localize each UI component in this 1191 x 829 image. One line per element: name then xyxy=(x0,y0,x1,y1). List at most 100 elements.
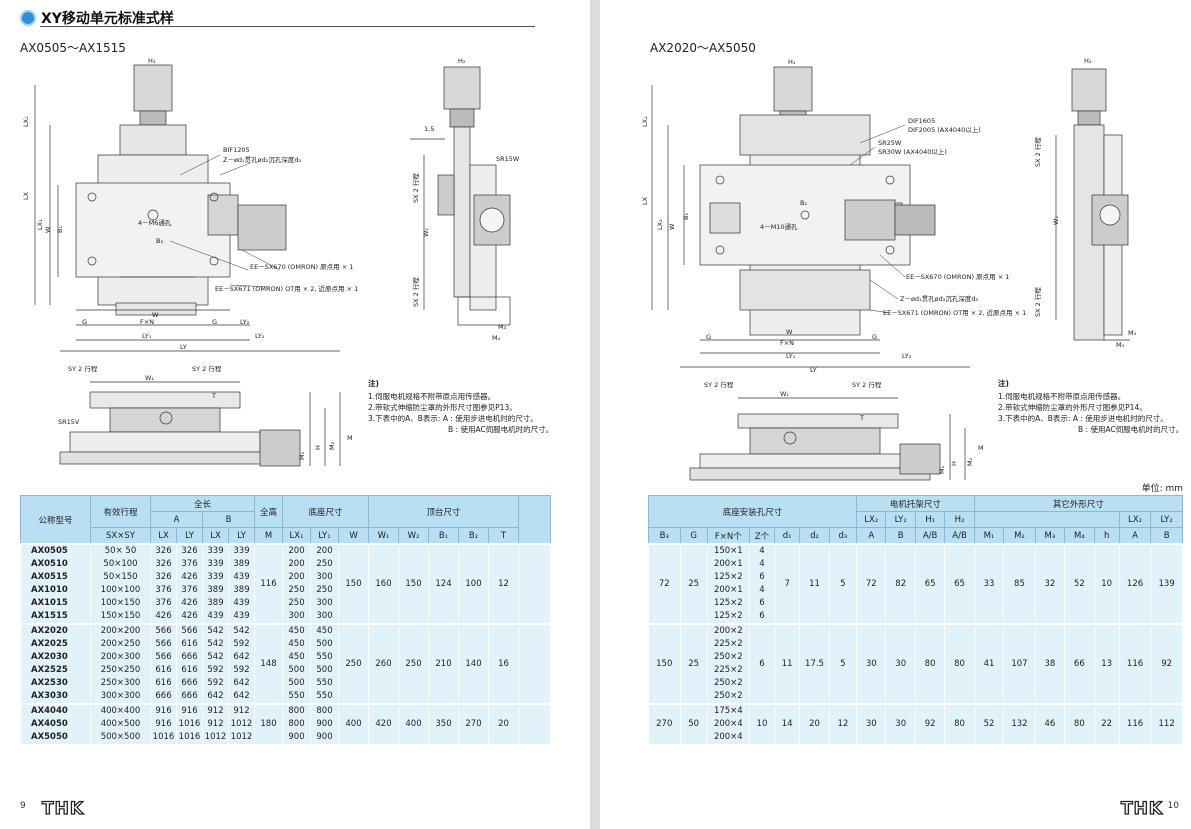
cell-fxn: 200×4 xyxy=(706,731,750,744)
cell: 666 xyxy=(176,677,203,690)
cell: 542 xyxy=(202,623,229,638)
th-sub-6: LX₁ xyxy=(282,527,312,545)
cell: 326 xyxy=(150,543,177,558)
th-mount: 底座安装孔尺寸 xyxy=(647,495,858,528)
thk-logo-right: THK xyxy=(1120,798,1163,819)
cell-shared: 20 xyxy=(488,703,520,744)
cell-shared: 100 xyxy=(458,543,490,624)
cell-lx1: 250 xyxy=(282,584,312,597)
cell: 400×500 xyxy=(90,718,151,731)
label-sy-right-r: SY 2 行程 xyxy=(852,380,882,389)
cell-shared: 80 xyxy=(1064,703,1095,744)
th-length: 全长 xyxy=(149,495,256,512)
label-sy-right: SY 2 行程 xyxy=(192,364,222,373)
cell-z: 6 xyxy=(748,610,776,624)
cell: 566 xyxy=(150,651,177,664)
model-cell: AX2025 xyxy=(20,638,91,651)
cell: 439 xyxy=(202,610,229,624)
cell-lx1: 200 xyxy=(282,543,312,558)
cell-z: 10 xyxy=(748,703,776,744)
label-t: T xyxy=(211,392,216,400)
cell-ly1: 500 xyxy=(310,638,340,651)
cell-ly1: 300 xyxy=(310,571,340,584)
cell: 326 xyxy=(150,571,177,584)
th-ly2: LY₂ xyxy=(885,511,916,528)
note-line-3-r: 3.下表中的A、B表示: A : 使用步进电机时的尺寸。 xyxy=(998,414,1168,423)
cell-shared: 16 xyxy=(488,623,520,704)
right-page: AX2020～AX5050 xyxy=(600,0,1191,829)
model-range-right: AX2020～AX5050 xyxy=(650,41,756,55)
th-other-blank xyxy=(973,511,1120,528)
cell: 916 xyxy=(150,718,177,731)
cell-g: 25 xyxy=(679,623,708,704)
cell-lx1: 900 xyxy=(282,731,312,744)
model-cell: AX0515 xyxy=(20,571,91,584)
model-cell: AX1010 xyxy=(20,584,91,597)
model-cell: AX5050 xyxy=(20,731,91,744)
cell-blank xyxy=(518,543,552,624)
cell-shared: 12 xyxy=(488,543,520,624)
model-cell: AX2530 xyxy=(20,677,91,690)
cell-shared: 30 xyxy=(856,623,887,704)
cell: 339 xyxy=(202,558,229,571)
th-sub-r-4: d₁ xyxy=(774,527,801,545)
label-sx-bottom: SX 2 行程 xyxy=(411,277,420,307)
cell-shared: 140 xyxy=(458,623,490,704)
cell-shared: 139 xyxy=(1150,543,1183,624)
cell-ly1: 550 xyxy=(310,651,340,664)
label-sx-top-r: SX 2 行程 xyxy=(1033,137,1042,167)
cell-shared: 85 xyxy=(1003,543,1036,624)
cell-shared: 5 xyxy=(828,623,858,704)
th-lx2-other: LX₂ xyxy=(1118,511,1152,528)
label-h-r: H xyxy=(950,461,958,466)
th-sub-r-13: M₃ xyxy=(1034,527,1066,545)
cell-shared: 92 xyxy=(1150,623,1183,704)
cell-z: 6 xyxy=(748,597,776,610)
cell: 326 xyxy=(176,543,203,558)
label-w1: W₁ xyxy=(145,374,154,382)
label-fxn-r: F×N xyxy=(780,339,794,347)
page-gutter xyxy=(590,0,600,829)
spec-table-right: 底座安装孔尺寸 电机托架尺寸 其它外形尺寸 LX₂ LY₂ H₁ H₂ LX₂ … xyxy=(647,495,1184,744)
label-w2: W₂ xyxy=(422,228,430,237)
label-holes-r: 4－M10通孔 xyxy=(760,222,798,231)
th-sub-r-12: M₂ xyxy=(1003,527,1036,545)
cell-shared: 52 xyxy=(1064,543,1095,624)
cell-shared: 80 xyxy=(944,703,975,744)
drawing-front-view-left: SY 2 行程 W₁ SY 2 行程 T SR15V M₁ M₂ H M xyxy=(58,364,353,467)
table-row: 250×2 xyxy=(649,690,1183,704)
table-row: 250×2 xyxy=(649,677,1183,690)
th-height: 全高 xyxy=(254,495,284,528)
table-row: 200×4 xyxy=(649,731,1183,744)
label-m1-r: M₁ xyxy=(938,465,946,474)
cell-fxn: 175×4 xyxy=(706,703,750,718)
cell-shared: 65 xyxy=(914,543,946,624)
cell-lx1: 550 xyxy=(282,690,312,704)
cell-shared: 160 xyxy=(368,543,400,624)
header-rule xyxy=(40,26,535,27)
thk-logo-left: THK xyxy=(41,798,84,819)
cell: 200×250 xyxy=(90,638,151,651)
cell: 426 xyxy=(150,610,177,624)
note-line-1-r: 1.伺服电机规格不附带原点用传感器。 xyxy=(998,392,1126,401)
th-sub-r-15: h xyxy=(1093,527,1120,545)
drawing-front-view-right: SY 2 行程 W₁ SY 2 行程 T M₁ H M₂ M xyxy=(689,380,984,481)
cell-shared: 7 xyxy=(774,543,801,624)
cell-shared: 150 xyxy=(398,543,430,624)
cell: 592 xyxy=(227,664,256,677)
model-cell: AX0510 xyxy=(20,558,91,571)
cell-lx1: 300 xyxy=(282,610,312,624)
cell: 542 xyxy=(202,638,229,651)
cell-lx1: 500 xyxy=(282,664,312,677)
drawing-side-view-left: H₂ 1.5 SR15W SX 2 行程 W₂ SX 2 行程 M₃ M₄ xyxy=(410,57,520,342)
